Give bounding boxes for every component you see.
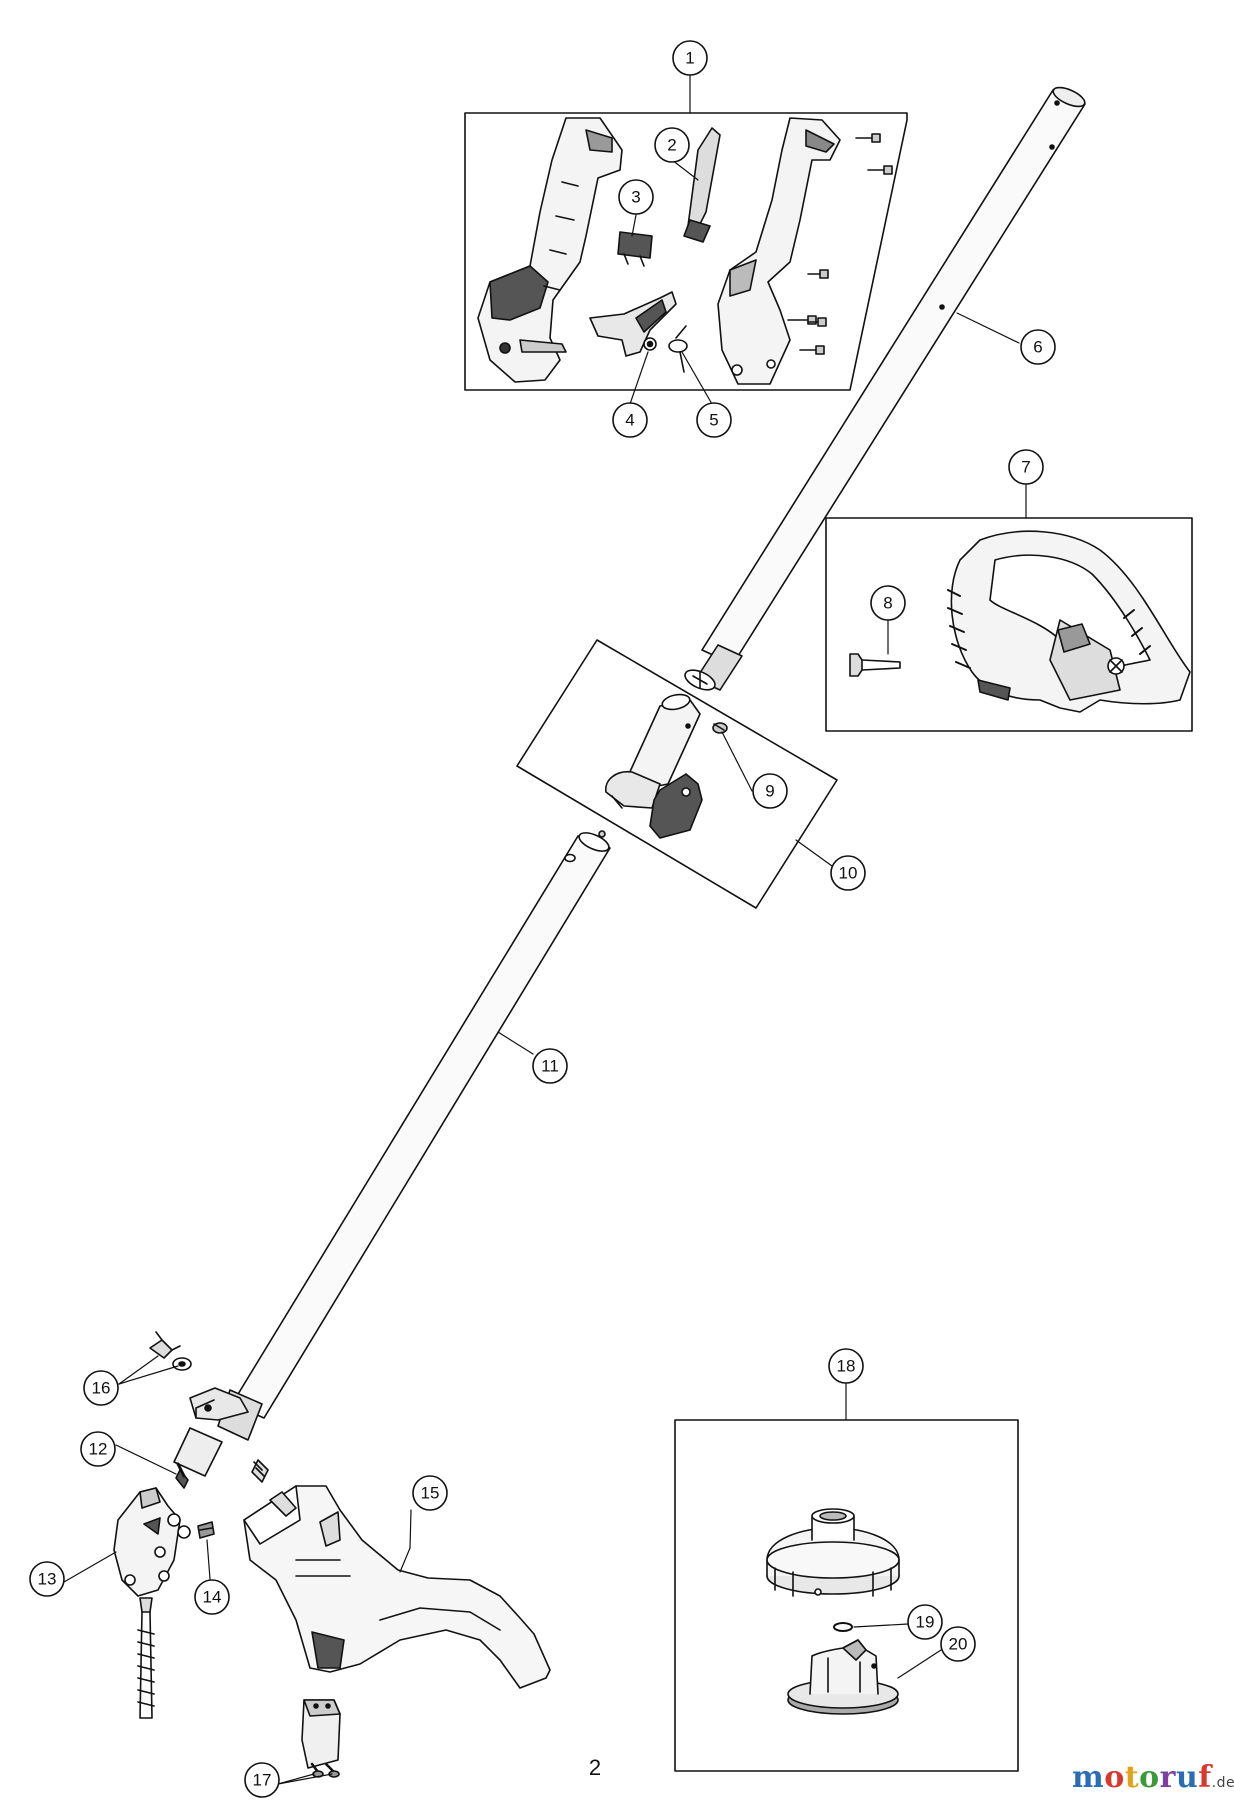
guard-bracket-drawing — [301, 1699, 341, 1778]
callout-13: 13 — [38, 1570, 57, 1589]
callout-5: 5 — [709, 411, 718, 430]
callout-20: 20 — [949, 1635, 968, 1654]
assist-handle-drawing — [947, 530, 1191, 713]
callout-12: 12 — [89, 1440, 108, 1459]
handle-housing-left-drawing — [477, 117, 623, 383]
gear-head-drawing — [113, 1487, 191, 1719]
spool-cover-drawing — [766, 1508, 900, 1597]
callout-17: 17 — [253, 1771, 272, 1790]
callout-19: 19 — [916, 1613, 935, 1632]
watermark-logo: motoruf.de — [1072, 1760, 1234, 1795]
callout-7: 7 — [1021, 458, 1030, 477]
set-screw-drawing — [197, 1521, 215, 1539]
clamp-drawing — [189, 1387, 249, 1421]
callout-6: 6 — [1033, 338, 1042, 357]
page-number: 2 — [588, 1755, 602, 1780]
trigger-drawing — [589, 291, 677, 357]
switch-drawing — [617, 231, 653, 267]
coupler-screw-drawing — [712, 722, 728, 734]
handle-housing-right-drawing — [717, 117, 841, 385]
callout-16: 16 — [92, 1379, 111, 1398]
callout-15: 15 — [421, 1484, 440, 1503]
callout-9: 9 — [765, 782, 774, 801]
group-box-assist-handle — [825, 517, 1193, 732]
lower-shaft-drawing — [173, 830, 611, 1489]
upper-shaft-drawing — [684, 86, 1086, 691]
callout-2: 2 — [667, 136, 676, 155]
retaining-ring-drawing — [833, 1622, 853, 1632]
group-box-handle-assembly — [464, 112, 908, 391]
callout-11: 11 — [541, 1057, 559, 1076]
callout-8: 8 — [883, 594, 892, 613]
leader-lines — [63, 75, 1027, 1785]
screws-drawing — [787, 133, 893, 355]
callout-labels: 1 2 3 4 5 6 7 8 9 10 11 12 13 14 15 16 1… — [38, 49, 1043, 1790]
spool-drawing — [787, 1639, 899, 1715]
spring-drawing — [668, 325, 688, 373]
group-box-trimmer-head — [674, 1419, 1019, 1772]
callout-3: 3 — [631, 188, 640, 207]
callout-10: 10 — [839, 864, 858, 883]
group-box-coupler — [516, 639, 838, 909]
trigger-lock-drawing — [683, 127, 721, 243]
callout-1: 1 — [685, 49, 694, 68]
callout-14: 14 — [203, 1588, 222, 1607]
callout-4: 4 — [625, 411, 634, 430]
bolt-drawing — [849, 653, 901, 677]
guard-drawing — [243, 1459, 551, 1689]
wing-nut-washer-drawing — [149, 1331, 192, 1371]
callout-circles — [29, 40, 1056, 1798]
coupler-drawing — [605, 693, 703, 839]
drive-shaft-tip-drawing — [176, 1462, 186, 1478]
callout-18: 18 — [837, 1357, 856, 1376]
